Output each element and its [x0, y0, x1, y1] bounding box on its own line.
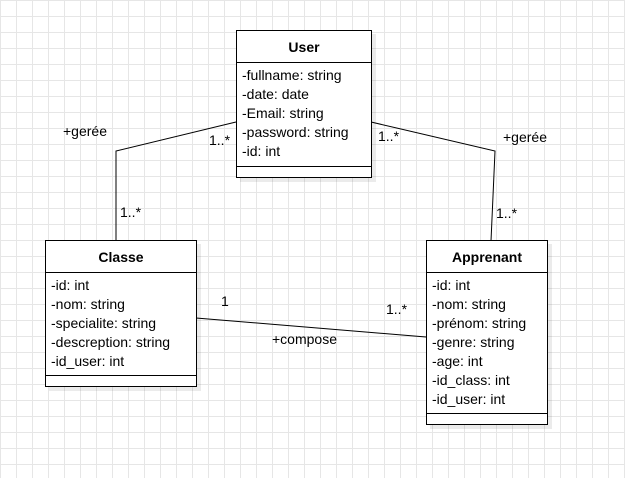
- association-classe-apprenant-line[interactable]: [195, 317, 427, 338]
- association-user-apprenant-line[interactable]: [370, 121, 496, 242]
- class-apprenant-name: Apprenant: [427, 241, 547, 273]
- apprenant-attribute: -prénom: string: [432, 315, 527, 331]
- multiplicity-apprenant-side-compose: 1..*: [386, 301, 408, 317]
- apprenant-attribute: -id_class: int: [432, 372, 510, 388]
- class-user[interactable]: User -fullname: string -date: date -Emai…: [236, 30, 372, 178]
- apprenant-attribute: -nom: string: [432, 296, 506, 312]
- multiplicity-classe-side: 1..*: [120, 204, 142, 220]
- role-label-user-classe: +gerée: [63, 123, 107, 139]
- multiplicity-apprenant-side-top: 1..*: [496, 205, 518, 221]
- apprenant-attribute: -id: int: [432, 277, 471, 293]
- apprenant-attribute: -genre: string: [432, 334, 515, 350]
- class-classe-name: Classe: [46, 241, 196, 273]
- association-user-classe-line[interactable]: [115, 121, 237, 241]
- class-apprenant[interactable]: Apprenant -id: int -nom: string -prénom:…: [426, 240, 548, 425]
- class-apprenant-attributes: -id: int -nom: string -prénom: string -g…: [427, 273, 547, 414]
- user-attribute: -fullname: string: [242, 67, 342, 83]
- user-attribute: -id: int: [242, 143, 281, 159]
- apprenant-attribute: -age: int: [432, 353, 483, 369]
- class-user-name: User: [237, 31, 371, 63]
- class-classe[interactable]: Classe -id: int -nom: string -specialite…: [45, 240, 197, 387]
- role-label-user-apprenant: +gerée: [503, 129, 547, 145]
- multiplicity-user-side-left: 1..*: [209, 132, 231, 148]
- apprenant-attribute: -id_user: int: [432, 391, 506, 407]
- classe-attribute: -nom: string: [51, 296, 125, 312]
- multiplicity-user-side-right: 1..*: [378, 128, 400, 144]
- classe-attribute: -specialite: string: [51, 315, 157, 331]
- class-classe-attributes: -id: int -nom: string -specialite: strin…: [46, 273, 196, 376]
- user-attribute: -Email: string: [242, 105, 324, 121]
- multiplicity-classe-side-compose: 1: [221, 293, 229, 309]
- role-label-compose: +compose: [272, 331, 337, 347]
- classe-attribute: -descreption: string: [51, 334, 171, 350]
- user-attribute: -date: date: [242, 86, 309, 102]
- user-attribute: -password: string: [242, 124, 349, 140]
- class-user-attributes: -fullname: string -date: date -Email: st…: [237, 63, 371, 167]
- classe-attribute: -id: int: [51, 277, 90, 293]
- classe-attribute: -id_user: int: [51, 353, 125, 369]
